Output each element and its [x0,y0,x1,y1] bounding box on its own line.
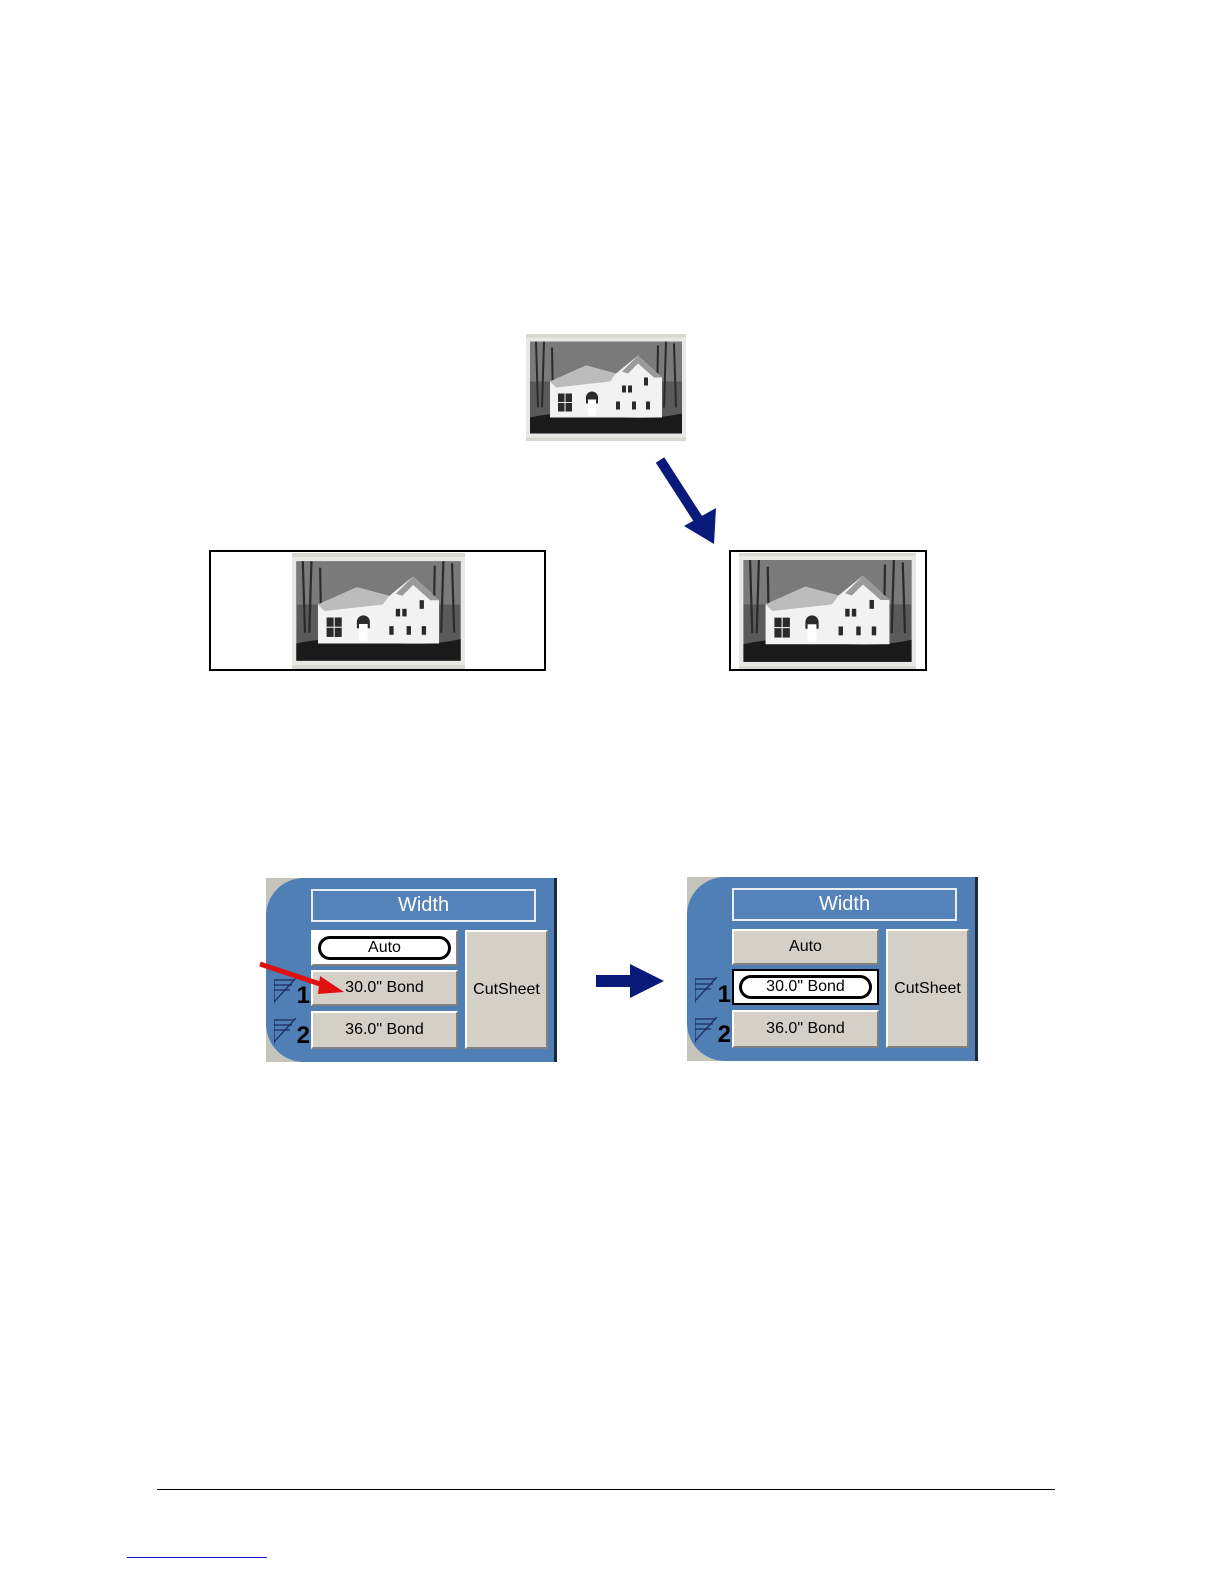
roll1-label: 30.0" Bond [766,978,845,995]
width-header: Width [311,889,536,922]
footer-rule [157,1489,1055,1490]
roll2-number: 2 [718,1021,731,1049]
cutsheet-label: CutSheet [473,981,540,998]
paper-roll-icon: 2 [695,1013,731,1047]
roll2-label: 36.0" Bond [345,1021,424,1038]
width-panel-after: Width Auto 30.0" Bond 36.0" Bond CutShee… [687,877,978,1061]
house-photo [526,334,686,441]
auto-button[interactable]: Auto [732,929,879,965]
footer-link-underline[interactable] [127,1557,267,1558]
arrow-down-right-icon [650,452,720,546]
cutsheet-button[interactable]: CutSheet [886,929,969,1048]
paper-roll-icon: 1 [695,973,731,1007]
roll1-label: 30.0" Bond [345,979,424,996]
roll2-number: 2 [297,1022,310,1050]
roll2-button[interactable]: 36.0" Bond [732,1010,879,1048]
roll1-number: 1 [718,981,731,1009]
cutsheet-button[interactable]: CutSheet [465,930,548,1049]
roll1-button[interactable]: 30.0" Bond [732,969,879,1005]
paper-roll-icon: 2 [274,1014,310,1048]
pointer-arrow-icon [256,958,346,998]
cutsheet-label: CutSheet [894,980,961,997]
source-image [526,334,686,441]
width-header: Width [732,888,957,921]
output-image-fitted [739,553,916,669]
roll2-label: 36.0" Bond [766,1020,845,1037]
house-photo [292,553,465,669]
house-photo [739,553,916,669]
auto-label: Auto [789,938,822,955]
output-image-wide [292,553,465,669]
wide-output-frame [209,550,546,671]
arrow-right-icon [594,964,666,1000]
roll2-button[interactable]: 36.0" Bond [311,1011,458,1049]
auto-label: Auto [368,939,401,956]
fitted-output-frame [729,550,927,671]
